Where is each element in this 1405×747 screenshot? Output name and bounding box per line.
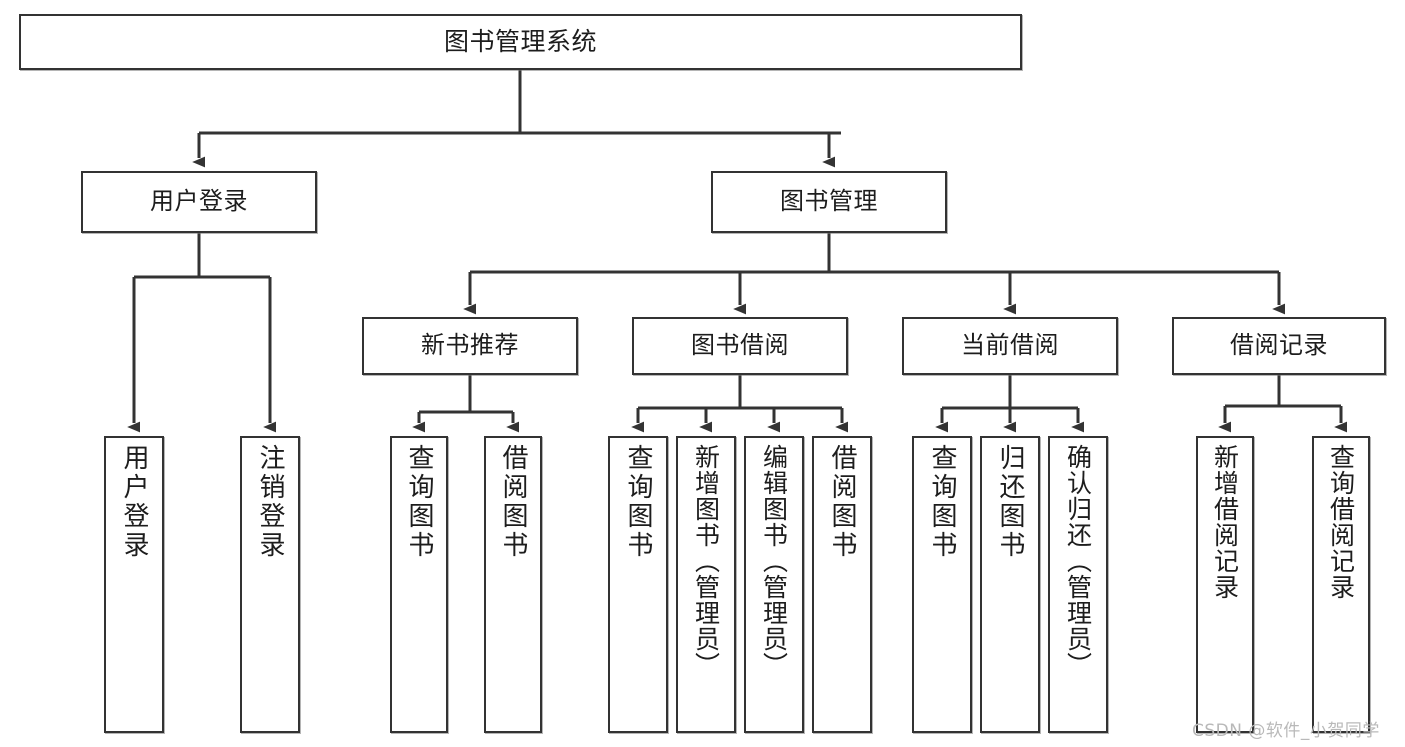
node-leaf-query-book-current-label: 查询图书 — [927, 444, 957, 560]
edges-bookmanage-to-level3 — [463, 233, 1286, 315]
node-leaf-user-login[interactable]: 用户登录 — [104, 436, 164, 733]
node-leaf-borrow-book[interactable]: 借阅图书 — [812, 436, 872, 733]
node-leaf-return-book-label: 归还图书 — [995, 444, 1025, 560]
node-leaf-add-book[interactable]: 新增图书（管理员） — [676, 436, 736, 733]
node-leaf-query-book-rec[interactable]: 查询图书 — [390, 436, 448, 733]
node-leaf-logout-label: 注销登录 — [255, 444, 285, 560]
node-leaf-borrow-book-rec[interactable]: 借阅图书 — [484, 436, 542, 733]
node-leaf-add-record-label: 新增借阅记录 — [1210, 444, 1240, 600]
node-borrow-record[interactable]: 借阅记录 — [1172, 317, 1386, 375]
node-book-manage-label: 图书管理 — [780, 187, 878, 216]
node-root[interactable]: 图书管理系统 — [19, 14, 1022, 70]
node-book-borrow-label: 图书借阅 — [691, 331, 789, 360]
node-leaf-logout[interactable]: 注销登录 — [240, 436, 300, 733]
node-current-borrow[interactable]: 当前借阅 — [902, 317, 1118, 375]
node-leaf-add-record[interactable]: 新增借阅记录 — [1196, 436, 1254, 733]
node-leaf-query-book-borrow-label: 查询图书 — [623, 444, 653, 560]
node-user-login[interactable]: 用户登录 — [81, 171, 317, 233]
node-leaf-edit-book[interactable]: 编辑图书（管理员） — [744, 436, 804, 733]
node-book-manage[interactable]: 图书管理 — [711, 171, 947, 233]
edges-currentborrow-to-leaves — [935, 375, 1085, 433]
node-new-book-recommend[interactable]: 新书推荐 — [362, 317, 578, 375]
edges-bookborrow-to-leaves — [631, 375, 849, 433]
node-leaf-borrow-book-rec-label: 借阅图书 — [498, 444, 528, 560]
node-leaf-query-record-label: 查询借阅记录 — [1326, 444, 1356, 600]
node-borrow-record-label: 借阅记录 — [1230, 331, 1328, 360]
edges-newbook-to-leaves — [412, 375, 520, 433]
node-leaf-edit-book-label: 编辑图书（管理员） — [759, 444, 789, 678]
node-new-book-recommend-label: 新书推荐 — [421, 331, 519, 360]
node-leaf-return-book[interactable]: 归还图书 — [980, 436, 1040, 733]
node-leaf-user-login-label: 用户登录 — [119, 444, 149, 560]
node-current-borrow-label: 当前借阅 — [961, 331, 1059, 360]
node-user-login-label: 用户登录 — [150, 187, 248, 216]
node-leaf-query-book-borrow[interactable]: 查询图书 — [608, 436, 668, 733]
node-leaf-query-book-current[interactable]: 查询图书 — [912, 436, 972, 733]
edges-root-to-level2 — [192, 70, 841, 168]
node-leaf-confirm-return-label: 确认归还（管理员） — [1063, 444, 1093, 678]
node-leaf-add-book-label: 新增图书（管理员） — [691, 444, 721, 678]
node-leaf-query-book-rec-label: 查询图书 — [404, 444, 434, 560]
node-book-borrow[interactable]: 图书借阅 — [632, 317, 848, 375]
node-leaf-confirm-return[interactable]: 确认归还（管理员） — [1048, 436, 1108, 733]
node-root-label: 图书管理系统 — [443, 26, 597, 56]
node-leaf-query-record[interactable]: 查询借阅记录 — [1312, 436, 1370, 733]
node-leaf-borrow-book-label: 借阅图书 — [827, 444, 857, 560]
edges-borrowrecord-to-leaves — [1218, 375, 1348, 433]
edges-userlogin-to-leaves — [127, 233, 277, 433]
